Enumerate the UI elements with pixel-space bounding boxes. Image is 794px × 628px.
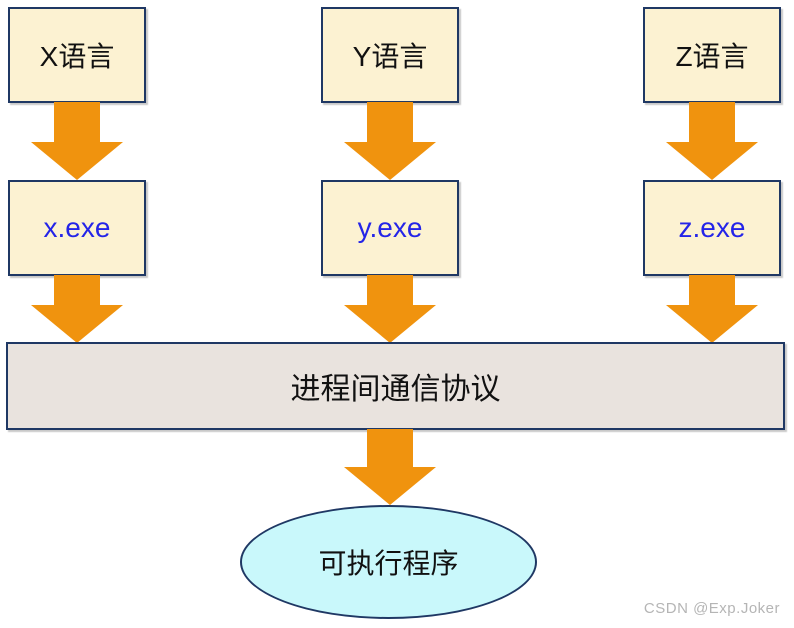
node-y-language: Y语言 [321, 7, 459, 103]
down-arrow-icon [344, 275, 436, 343]
arrow-shaft [367, 102, 413, 142]
arrow-shaft [689, 275, 735, 305]
arrow-head [344, 467, 436, 505]
arrow-head [31, 142, 123, 180]
arrow-shaft [367, 429, 413, 467]
node-label: Z语言 [675, 41, 749, 72]
node-label: 可执行程序 [318, 548, 459, 579]
node-x-language: X语言 [8, 7, 146, 103]
node-x-exe: x.exe [8, 180, 146, 276]
node-label: X语言 [39, 41, 115, 72]
down-arrow-icon [344, 102, 436, 180]
node-z-language: Z语言 [643, 7, 781, 103]
down-arrow-icon [666, 275, 758, 343]
node-ipc-protocol-bar: 进程间通信协议 [6, 342, 785, 430]
node-z-exe: z.exe [643, 180, 781, 276]
down-arrow-icon [31, 275, 123, 343]
arrow-shaft [54, 102, 100, 142]
watermark: CSDN @Exp.Joker [643, 600, 780, 617]
arrow-head [344, 142, 436, 180]
node-y-exe: y.exe [321, 180, 459, 276]
arrow-shaft [689, 102, 735, 142]
node-label: y.exe [357, 212, 423, 243]
node-label: 进程间通信协议 [290, 373, 501, 406]
node-label: Y语言 [352, 41, 428, 72]
arrow-head [666, 305, 758, 343]
node-label: z.exe [678, 212, 746, 243]
arrow-head [31, 305, 123, 343]
down-arrow-icon [666, 102, 758, 180]
down-arrow-icon [344, 429, 436, 505]
arrow-head [344, 305, 436, 343]
node-label: x.exe [43, 212, 111, 243]
down-arrow-icon [31, 102, 123, 180]
arrow-shaft [54, 275, 100, 305]
arrow-head [666, 142, 758, 180]
arrow-shaft [367, 275, 413, 305]
node-executable-ellipse: 可执行程序 [240, 505, 537, 619]
